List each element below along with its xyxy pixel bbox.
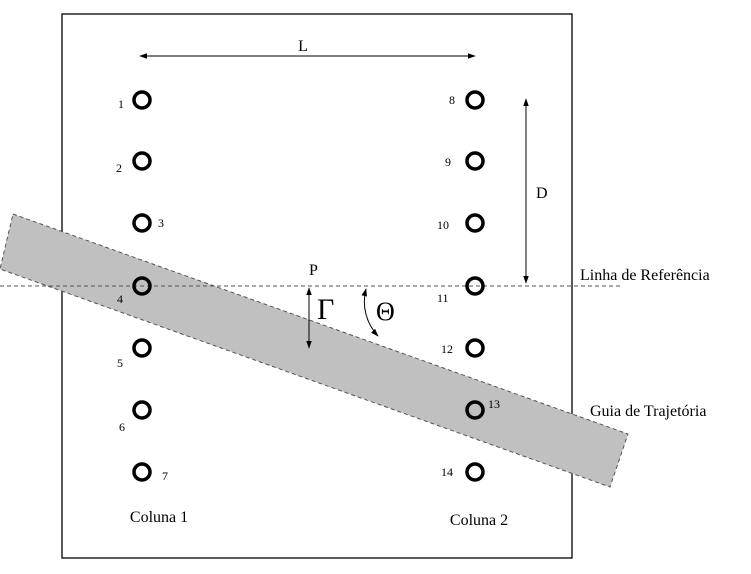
reference-line-label: Linha de Referência <box>580 267 710 284</box>
hole-number-10: 10 <box>437 218 449 232</box>
hole-number-11: 11 <box>437 291 449 305</box>
hole-6 <box>132 400 152 420</box>
hole-14 <box>465 462 485 482</box>
hole-number-12: 12 <box>441 342 453 356</box>
hole-number-1: 1 <box>118 97 124 111</box>
hole-5 <box>132 338 152 358</box>
column-2-label: Coluna 2 <box>450 512 508 529</box>
hole-2 <box>132 151 152 171</box>
column-2: 8 9 10 11 12 13 14 <box>437 90 500 482</box>
hole-11 <box>465 276 485 296</box>
hole-3 <box>132 213 152 233</box>
hole-number-7: 7 <box>162 469 168 483</box>
hole-12 <box>465 338 485 358</box>
hole-1 <box>132 90 152 110</box>
distance-label: D <box>536 185 548 202</box>
point-label: P <box>309 262 318 279</box>
column-1: 1 2 3 4 5 6 7 <box>116 90 168 483</box>
column-1-label: Coluna 1 <box>130 509 188 526</box>
theta-angle-arc <box>361 288 379 337</box>
hole-number-14: 14 <box>441 465 453 479</box>
hole-7 <box>132 462 152 482</box>
hole-number-3: 3 <box>158 216 164 230</box>
hole-number-2: 2 <box>116 161 122 175</box>
length-label: L <box>298 38 308 55</box>
theta-label: Θ <box>376 297 395 326</box>
hole-number-4: 4 <box>117 292 123 306</box>
hole-4 <box>132 276 152 296</box>
hole-9 <box>465 151 485 171</box>
hole-10 <box>465 213 485 233</box>
hole-number-8: 8 <box>449 93 455 107</box>
hole-8 <box>465 90 485 110</box>
path-guide-band <box>0 213 629 488</box>
hole-13 <box>465 400 485 420</box>
path-guide-label: Guia de Trajetória <box>590 403 706 420</box>
hole-number-9: 9 <box>445 155 451 169</box>
hole-number-5: 5 <box>117 356 123 370</box>
gamma-label: Γ <box>317 293 334 326</box>
hole-number-13: 13 <box>488 397 500 411</box>
hole-number-6: 6 <box>119 420 125 434</box>
